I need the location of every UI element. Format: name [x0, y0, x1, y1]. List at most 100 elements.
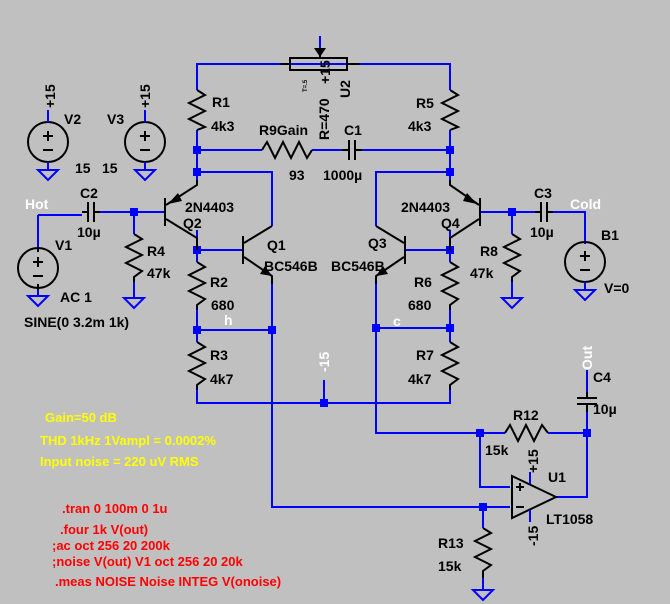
- q4-name: Q4: [441, 215, 460, 231]
- potentiometer-u2[interactable]: +15 T=.5 R=470 U2: [280, 36, 360, 140]
- v2-plus15: +15: [42, 84, 58, 108]
- r8-name: R8: [480, 243, 498, 259]
- r1-value: 4k3: [211, 118, 235, 134]
- u2-value: R=470: [316, 98, 332, 140]
- c4-value: 10µ: [593, 401, 617, 417]
- v3-plus15: +15: [137, 84, 153, 108]
- r7-name: R7: [416, 347, 434, 363]
- v3-name: V3: [107, 111, 124, 127]
- r7-value: 4k7: [408, 371, 432, 387]
- r2-value: 680: [211, 297, 235, 313]
- cmd-meas: .meas NOISE Noise INTEG V(onoise): [55, 574, 281, 589]
- resistor-r2[interactable]: R2 680: [186, 250, 235, 313]
- r4-name: R4: [147, 243, 165, 259]
- r3-name: R3: [210, 347, 228, 363]
- r8-value: 47k: [470, 265, 494, 281]
- capacitor-c3[interactable]: C3 10µ: [530, 185, 554, 240]
- cmd-noise: ;noise V(out) V1 oct 256 20 20k: [52, 554, 244, 569]
- transistor-q4[interactable]: 2N4403 Q4: [401, 180, 481, 250]
- net-cold: Cold: [570, 196, 601, 212]
- net-c: c: [393, 313, 401, 329]
- resistor-r12[interactable]: R12 15k: [485, 407, 549, 458]
- c4-name: C4: [593, 369, 611, 385]
- source-v2[interactable]: +15 V2 15: [27, 84, 91, 182]
- annotation-notes: Gain=50 dB THD 1kHz 1Vampl = 0.0002% Inp…: [40, 410, 216, 469]
- r13-value: 15k: [438, 558, 462, 574]
- resistor-r13[interactable]: R13 15k: [438, 527, 494, 578]
- r5-name: R5: [416, 95, 434, 111]
- c3-value: 10µ: [530, 224, 554, 240]
- u2-plus15: +15: [317, 60, 333, 84]
- q1-name: Q1: [267, 237, 286, 253]
- source-v1[interactable]: V1 AC 1 SINE(0 3.2m 1k): [17, 237, 129, 330]
- resistor-r7[interactable]: R7 4k7: [408, 341, 461, 390]
- capacitor-c1[interactable]: C1 1000µ: [323, 122, 362, 183]
- v1-name: V1: [55, 237, 72, 253]
- capacitor-c2[interactable]: C2 10µ: [77, 185, 101, 240]
- r3-value: 4k7: [210, 371, 234, 387]
- r4-value: 47k: [147, 265, 171, 281]
- note-noise: Input noise = 220 uV RMS: [40, 454, 199, 469]
- v2-value: 15: [75, 160, 91, 176]
- spice-directives: .tran 0 100m 0 1u .four 1k V(out) ;ac oc…: [52, 501, 281, 589]
- v2-name: V2: [64, 111, 81, 127]
- r5-value: 4k3: [408, 118, 432, 134]
- r9-name: R9Gain: [259, 122, 308, 138]
- c3-name: C3: [534, 185, 552, 201]
- resistor-r6[interactable]: R6 680: [408, 250, 461, 313]
- transistor-q2[interactable]: 2N4403 Q2: [164, 180, 234, 250]
- u1-name: U1: [548, 469, 566, 485]
- u2-name: U2: [337, 80, 353, 98]
- resistor-r3[interactable]: R3 4k7: [186, 341, 234, 390]
- transistor-q3[interactable]: Q3 BC546B: [331, 225, 406, 284]
- v3-value: 15: [102, 160, 118, 176]
- source-v3[interactable]: +15 V3 15: [102, 84, 166, 182]
- v1-value2: SINE(0 3.2m 1k): [24, 314, 129, 330]
- ground-symbols: [121, 297, 525, 602]
- cmd-ac: ;ac oct 256 20 200k: [52, 538, 171, 553]
- c2-value: 10µ: [77, 224, 101, 240]
- v1-value: AC 1: [60, 289, 92, 305]
- net-h: h: [224, 312, 233, 328]
- net-labels: Hot Cold h c Out -15: [25, 196, 601, 372]
- r1-name: R1: [212, 94, 230, 110]
- q4-value: 2N4403: [401, 199, 450, 215]
- u1-value: LT1058: [546, 511, 593, 527]
- q3-name: Q3: [368, 235, 387, 251]
- c2-name: C2: [80, 185, 98, 201]
- c1-name: C1: [344, 122, 362, 138]
- r12-value: 15k: [485, 442, 509, 458]
- source-b1[interactable]: B1 V=0: [564, 227, 630, 302]
- b1-name: B1: [601, 227, 619, 243]
- capacitor-c4[interactable]: C4 10µ: [577, 369, 617, 417]
- resistor-r1[interactable]: R1 4k3: [186, 89, 235, 134]
- r9-value: 93: [289, 167, 305, 183]
- resistor-r8[interactable]: R8 47k: [470, 233, 523, 282]
- b1-value: V=0: [604, 280, 630, 296]
- net-hot: Hot: [25, 196, 49, 212]
- opamp-u1[interactable]: +15 -15 U1 LT1058: [511, 449, 593, 546]
- q2-name: Q2: [183, 215, 202, 231]
- q2-value: 2N4403: [185, 199, 234, 215]
- u2-tap: T=.5: [303, 79, 309, 92]
- note-gain: Gain=50 dB: [45, 410, 117, 425]
- r2-name: R2: [210, 274, 228, 290]
- u1-plus15: +15: [525, 449, 541, 473]
- net-out: Out: [579, 346, 595, 370]
- cmd-tran: .tran 0 100m 0 1u: [62, 501, 168, 516]
- resistor-r4[interactable]: R4 47k: [123, 233, 171, 282]
- r13-name: R13: [438, 535, 464, 551]
- q3-value: BC546B: [331, 258, 385, 274]
- r6-value: 680: [408, 297, 432, 313]
- resistor-r9[interactable]: R9Gain 93: [259, 122, 313, 183]
- q1-value: BC546B: [264, 258, 318, 274]
- note-thd: THD 1kHz 1Vampl = 0.0002%: [40, 433, 216, 448]
- r12-name: R12: [513, 407, 539, 423]
- resistor-r5[interactable]: R5 4k3: [408, 89, 461, 134]
- r6-name: R6: [414, 274, 432, 290]
- net-minus15: -15: [316, 352, 332, 372]
- cmd-four: .four 1k V(out): [60, 522, 148, 537]
- transistor-q1[interactable]: Q1 BC546B: [242, 225, 318, 284]
- c1-value: 1000µ: [323, 167, 362, 183]
